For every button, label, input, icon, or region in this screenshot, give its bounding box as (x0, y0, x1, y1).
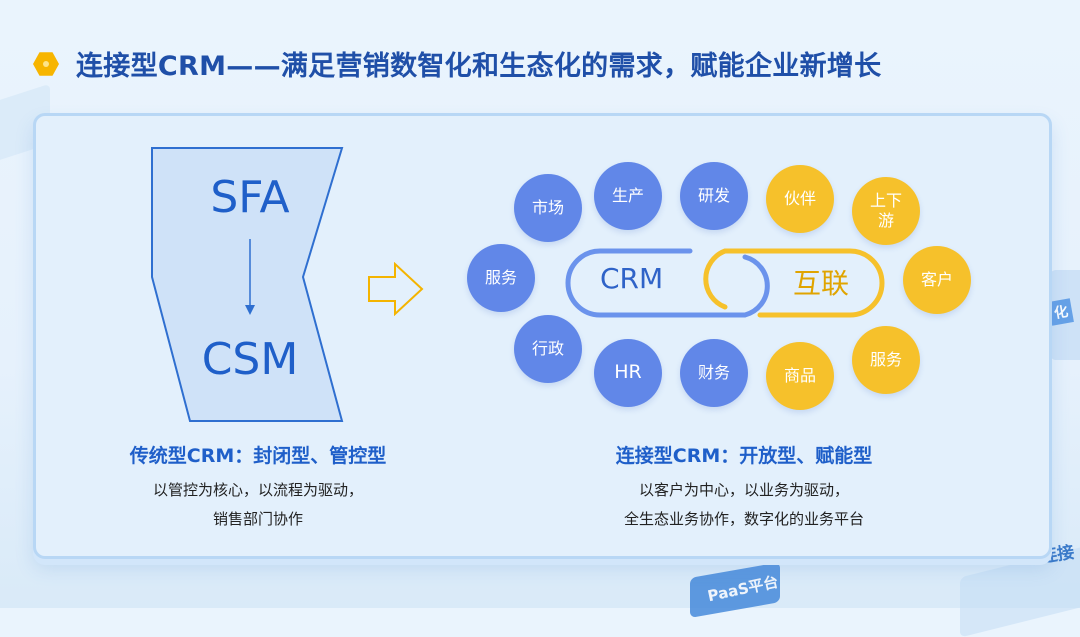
hourglass-shape (151, 147, 344, 422)
node-rnd: 研发 (680, 162, 748, 230)
connected-crm-line2: 全生态业务协作，数字化的业务平台 (623, 510, 864, 528)
node-production: 生产 (594, 162, 662, 230)
node-goods: 商品 (766, 342, 834, 410)
node-service-partner: 服务 (852, 326, 920, 394)
node-market: 市场 (514, 174, 582, 242)
crm-link-chain (565, 248, 885, 318)
node-finance: 财务 (680, 339, 748, 407)
node-service: 服务 (467, 244, 535, 312)
crm-link-label: CRM (600, 262, 664, 295)
hexagon-icon (33, 52, 59, 76)
traditional-crm-line2: 销售部门协作 (212, 510, 303, 528)
node-admin: 行政 (514, 315, 582, 383)
traditional-crm-line1: 以管控为核心，以流程为驱动， (152, 481, 363, 499)
hulian-link-label: 互联 (793, 267, 850, 300)
page-title: 连接型CRM——满足营销数智化和生态化的需求，赋能企业新增长 (76, 51, 882, 82)
connected-crm-title: 连接型CRM：开放型、赋能型 (615, 445, 873, 467)
node-customer: 客户 (903, 246, 971, 314)
node-supply-chain: 上下 游 (852, 177, 920, 245)
node-partner: 伙伴 (766, 165, 834, 233)
traditional-crm-title: 传统型CRM：封闭型、管控型 (129, 445, 387, 467)
csm-label: CSM (201, 334, 299, 385)
connected-crm-line1: 以客户为中心，以业务为驱动， (638, 481, 849, 499)
node-hr: HR (594, 339, 662, 407)
sfa-label: SFA (210, 172, 290, 223)
right-arrow-icon (368, 262, 424, 316)
